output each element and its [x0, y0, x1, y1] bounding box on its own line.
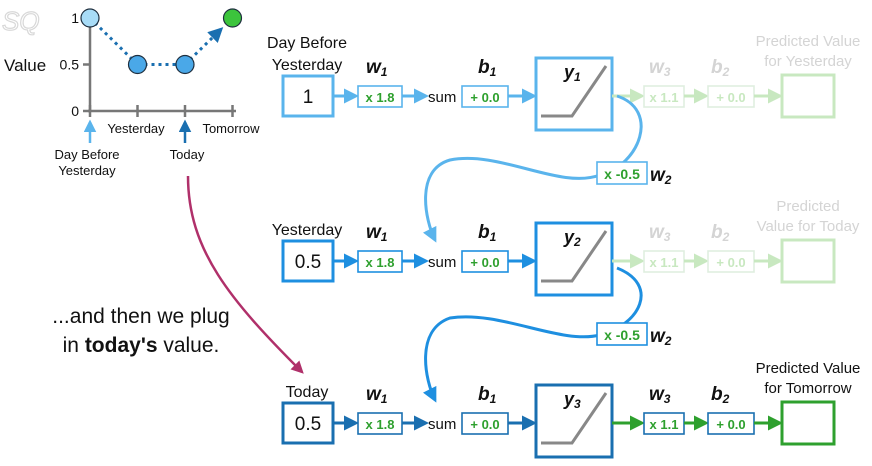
w2-weight-value: x -0.5: [604, 166, 640, 182]
input-value: 0.5: [295, 414, 321, 435]
w3-label: w3: [649, 57, 671, 79]
input-value: 0.5: [295, 252, 321, 273]
b2-bias-value: + 0.0: [716, 417, 745, 432]
w2-feedback-weight: x -0.5 w2: [596, 322, 672, 348]
output-label: Predicted Value: [756, 360, 861, 377]
y-axis-label: Value: [4, 56, 46, 75]
sum-label: sum: [428, 89, 456, 106]
logo-text: SQ: [2, 6, 40, 36]
w3-label: w3: [649, 222, 671, 244]
output-label: for Tomorrow: [764, 380, 851, 397]
row-2: Yesterday 0.5 w1 x 1.8 sum b1 + 0.0 y2 w3 x 1.1 b2…: [272, 198, 860, 297]
input-node: [281, 401, 335, 445]
relu-activation-node: [534, 383, 614, 459]
feedback-loop-2: [422, 266, 643, 403]
w2-feedback-weight: x -0.5 w2: [596, 161, 672, 187]
feedback-loop-1: [422, 94, 643, 243]
callout-label-today: Today: [170, 147, 205, 162]
input-label: Yesterday: [272, 57, 343, 74]
output-label: Predicted Value: [756, 33, 861, 50]
output-node: [780, 400, 836, 446]
mini-chart: Value 0 0.5 1 Yesterday Tomorrow Day Befor…: [4, 8, 260, 178]
b1-bias-value: + 0.0: [470, 90, 499, 105]
data-point: [127, 54, 148, 75]
relu-curve-icon: [541, 230, 608, 283]
w1-label: w1: [366, 384, 388, 406]
b2-bias-value: + 0.0: [716, 255, 745, 270]
w1-label: w1: [366, 57, 388, 79]
y-tick-label: 0.5: [60, 57, 80, 73]
sum-label: sum: [428, 254, 456, 271]
data-point: [80, 8, 100, 28]
relu-curve-icon: [541, 65, 608, 118]
w3-label: w3: [649, 384, 671, 406]
input-label: Day Before: [267, 35, 347, 52]
relu-curve-icon: [541, 392, 608, 445]
caption: ...and then we plug in today's value.: [18, 302, 264, 360]
output-label: for Yesterday: [764, 53, 852, 70]
output-node: [780, 73, 836, 119]
row-3: Today 0.5 w1 x 1.8 sum b1 + 0.0 y3 w3 x 1.1 b2 + 0.…: [281, 360, 861, 459]
b1-label: b1: [478, 384, 497, 406]
output-node: [780, 238, 836, 284]
b1-label: b1: [478, 57, 497, 79]
output-label: Value for Today: [757, 218, 860, 235]
y-tick-label: 0: [71, 103, 79, 119]
output-label: Predicted: [776, 198, 839, 215]
input-value: 1: [303, 87, 314, 108]
w1-weight-value: x 1.8: [366, 90, 395, 105]
w2-label: w2: [650, 326, 672, 348]
w2-weight-box: [596, 322, 648, 346]
plug-in-arrow: [186, 175, 304, 374]
b1-bias-value: + 0.0: [470, 417, 499, 432]
w2-weight-value: x -0.5: [604, 327, 640, 343]
w1-label: w1: [366, 222, 388, 244]
relu-activation-node: [534, 221, 614, 297]
data-point: [222, 8, 243, 28]
y-tick-label: 1: [71, 10, 79, 26]
data-point: [175, 54, 195, 75]
w3-weight-value: x 1.1: [650, 90, 679, 105]
b1-bias-value: + 0.0: [470, 255, 499, 270]
sum-label: sum: [428, 416, 456, 433]
b2-label: b2: [711, 384, 730, 406]
activation-label: y2: [563, 227, 581, 249]
b2-bias-value: + 0.0: [716, 90, 745, 105]
w2-weight-box: [596, 161, 648, 185]
input-node: [281, 74, 335, 118]
callout-label-day-before-1: Day Before: [54, 147, 119, 162]
activation-label: y3: [563, 389, 581, 411]
input-label: Today: [286, 384, 329, 401]
relu-activation-node: [534, 56, 614, 132]
input-label: Yesterday: [272, 222, 343, 239]
x-tick-label-yesterday: Yesterday: [107, 121, 165, 136]
w1-weight-value: x 1.8: [366, 255, 395, 270]
caption-line-1: ...and then we plug: [52, 305, 230, 328]
w3-weight-value: x 1.1: [650, 417, 679, 432]
callout-label-day-before-2: Yesterday: [58, 163, 116, 178]
caption-line-2-post: value.: [157, 334, 220, 357]
input-node: [281, 239, 335, 283]
b1-label: b1: [478, 222, 497, 244]
series-segment: [88, 16, 139, 66]
w2-label: w2: [650, 165, 672, 187]
w1-weight-value: x 1.8: [366, 417, 395, 432]
b2-label: b2: [711, 222, 730, 244]
caption-line-2-bold: today's: [84, 334, 158, 357]
x-tick-label-tomorrow: Tomorrow: [202, 121, 260, 136]
caption-line-2-pre: in: [62, 334, 85, 357]
activation-label: y1: [563, 62, 581, 84]
b2-label: b2: [711, 57, 730, 79]
statquest-logo: SQ: [1, 5, 40, 36]
w3-weight-value: x 1.1: [650, 255, 679, 270]
